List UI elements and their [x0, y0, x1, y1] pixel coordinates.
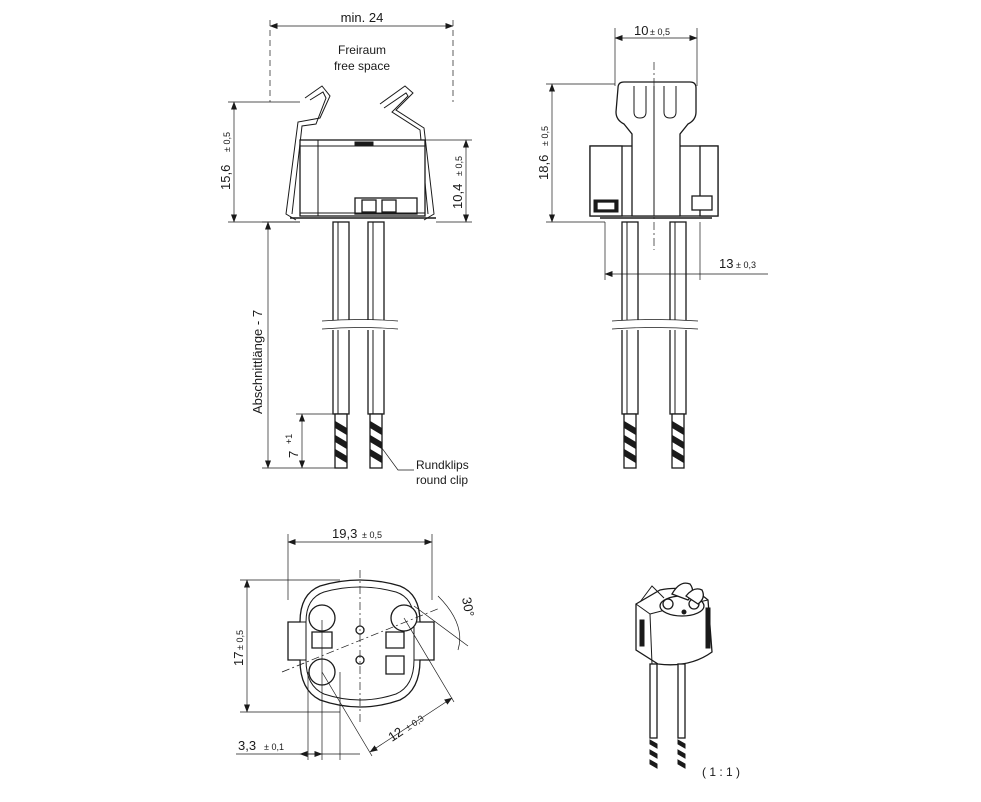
lead-wire-side-left: [621, 221, 639, 415]
break-mark-bottom: [321, 327, 399, 330]
top-width-label: 19,3: [332, 526, 357, 541]
contact-right-bottom: [385, 655, 405, 675]
lead-wire-side-right: [669, 221, 687, 415]
stripped-end-right: [369, 413, 383, 469]
stripped-end-left: [334, 413, 348, 469]
side-height-label: 18,6: [536, 155, 551, 180]
iso-pin-hole-left: [662, 598, 674, 610]
break-mark-top: [321, 319, 399, 322]
angle-label: 30°: [459, 596, 477, 618]
side-view: 10 ± 0,5 18,6 ± 0,5: [536, 23, 768, 469]
isometric-view: [635, 582, 713, 769]
iso-lead-right: [677, 663, 686, 739]
side-width-tol: ± 0,5: [650, 27, 670, 37]
stripped-end-side-left: [623, 413, 637, 469]
top-height-label: 17: [231, 652, 246, 666]
round-clip-en-label: round clip: [416, 473, 468, 487]
free-space-en-label: free space: [334, 59, 390, 73]
offset-label: 3,3: [238, 738, 256, 753]
right-spring-clip: [379, 85, 435, 221]
scale-label: ( 1 : 1 ): [702, 765, 740, 779]
pin-distance-label: 12: [385, 724, 405, 745]
lead-spacing-tol: ± 0,3: [736, 260, 756, 270]
height-total-label: 15,6: [218, 165, 233, 190]
strip-length-tol: +1: [284, 434, 294, 444]
min-width-label: min. 24: [341, 10, 384, 25]
offset-tol: ± 0,1: [264, 742, 284, 752]
top-view: 19,3 ± 0,5 17 ± 0,5 30°: [231, 526, 477, 760]
side-width-label: 10: [634, 23, 648, 38]
top-height-tol: ± 0,5: [235, 630, 245, 650]
spring-clip-side: [615, 81, 697, 217]
height-body-label: 10,4: [450, 184, 465, 209]
angle-arc: [437, 595, 461, 651]
dim-line-pin-distance: [369, 697, 453, 753]
socket-top-outline: [287, 579, 435, 708]
lead-wire-left: [332, 221, 350, 415]
free-space-de-label: Freiraum: [338, 43, 386, 57]
round-clip-de-label: Rundklips: [416, 458, 469, 472]
top-width-tol: ± 0,5: [362, 530, 382, 540]
pin-distance-tol: ± 0,3: [404, 713, 426, 732]
left-spring-clip: [285, 85, 331, 221]
stripped-end-side-right: [671, 413, 685, 469]
contact-right-top: [385, 631, 405, 649]
iso-lead-left: [649, 663, 658, 739]
cut-length-label: Abschnittlänge - 7: [250, 310, 265, 414]
lead-spacing-label: 13: [719, 256, 733, 271]
iso-spring-clip-left: [639, 585, 665, 603]
height-total-tol: ± 0,5: [222, 132, 232, 152]
height-body-tol: ± 0,5: [454, 156, 464, 176]
side-height-tol: ± 0,5: [540, 126, 550, 146]
front-view: min. 24 Freiraum free space 15,6 ± 0,5 1…: [218, 10, 472, 487]
round-clip-leader: [375, 439, 414, 471]
lead-wire-right: [367, 221, 385, 415]
strip-length-label: 7: [286, 451, 301, 458]
